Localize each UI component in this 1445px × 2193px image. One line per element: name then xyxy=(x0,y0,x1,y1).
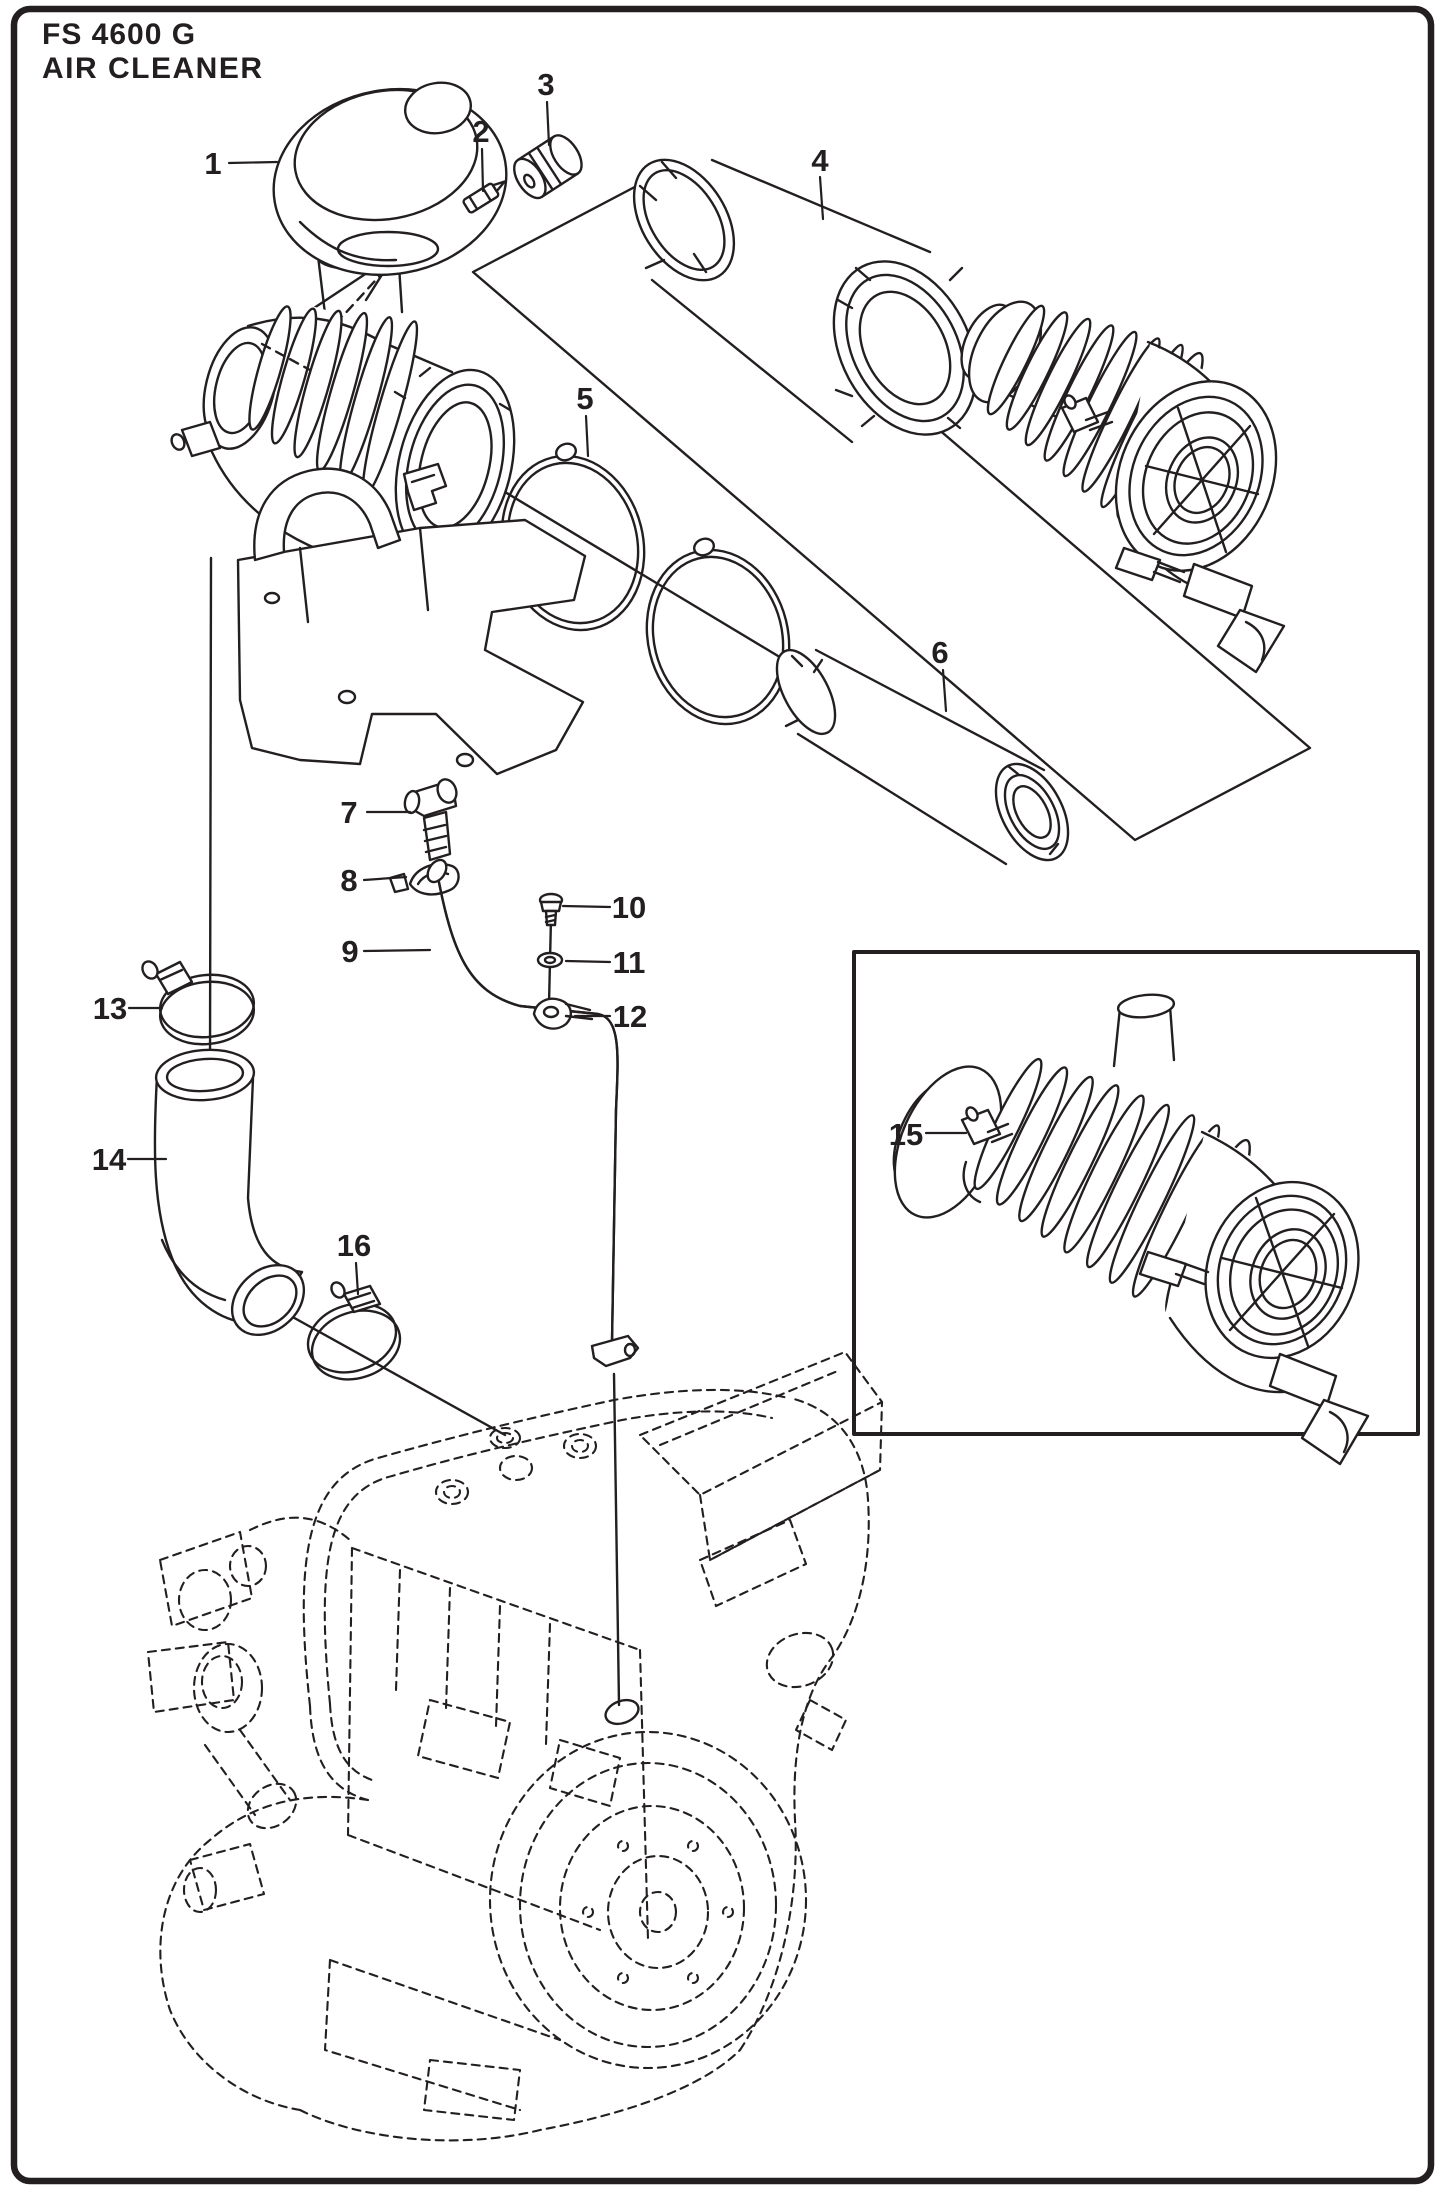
plug-drawing xyxy=(513,134,583,200)
hose-clamp-16-drawing xyxy=(306,1281,402,1381)
screw-drawing xyxy=(538,892,564,927)
part-label-15: 15 xyxy=(889,1117,923,1152)
part-label-5: 5 xyxy=(576,381,593,416)
drain-line xyxy=(612,1372,621,1707)
part-label-1: 1 xyxy=(204,146,221,181)
part-label-6: 6 xyxy=(931,635,948,670)
hose-clamp-13-drawing xyxy=(141,960,256,1046)
part-leader-16 xyxy=(354,1261,360,1296)
part-label-14: 14 xyxy=(92,1142,127,1177)
part-label-12: 12 xyxy=(613,999,647,1034)
part-label-2: 2 xyxy=(472,114,489,149)
part-label-7: 7 xyxy=(340,795,357,830)
part-leader-9 xyxy=(362,948,432,953)
part-leader-11 xyxy=(564,959,612,964)
inset-box xyxy=(852,950,1420,1436)
assembled-cleaner-drawing xyxy=(960,300,1286,674)
part-leader-6 xyxy=(941,668,948,713)
part-leader-3 xyxy=(545,100,551,147)
part-label-9: 9 xyxy=(341,934,358,969)
washer-drawing xyxy=(536,951,564,969)
mounting-bracket-drawing xyxy=(236,467,587,776)
part-label-10: 10 xyxy=(612,890,646,925)
model-title: FS 4600 G xyxy=(42,18,197,51)
part-leader-5 xyxy=(584,414,590,458)
part-leader-2 xyxy=(480,147,485,193)
part-label-13: 13 xyxy=(93,991,127,1026)
part-label-16: 16 xyxy=(337,1228,371,1263)
part-leader-8 xyxy=(362,875,408,882)
inlet-axis-line xyxy=(208,556,213,1068)
part-label-8: 8 xyxy=(340,863,357,898)
hose-clip-drawing xyxy=(532,997,594,1030)
filter-element-drawing xyxy=(625,152,978,448)
air-cleaner-cover-drawing xyxy=(272,81,508,277)
part-leader-1 xyxy=(227,160,279,165)
engine-drawing xyxy=(146,1350,884,2142)
part-label-4: 4 xyxy=(811,143,829,178)
part-leader-4 xyxy=(818,175,825,221)
part-label-11: 11 xyxy=(613,945,646,980)
part-leader-10 xyxy=(561,904,612,909)
page-border xyxy=(10,5,1435,2185)
inset-cleaner-assembly-drawing xyxy=(892,993,1370,1466)
part-label-3: 3 xyxy=(537,67,554,102)
section-title: AIR CLEANER xyxy=(42,52,264,85)
clamp-drawing xyxy=(388,862,460,896)
bolt-drawing xyxy=(462,180,506,214)
elbow-fitting-drawing xyxy=(403,778,458,862)
inner-filter-drawing xyxy=(775,646,1070,868)
group-plane-outline xyxy=(471,178,1312,842)
breather-hose-drawing xyxy=(426,858,640,1368)
title-block: FS 4600 G AIR CLEANER xyxy=(42,18,264,86)
intake-hose-drawing xyxy=(153,1048,306,1337)
